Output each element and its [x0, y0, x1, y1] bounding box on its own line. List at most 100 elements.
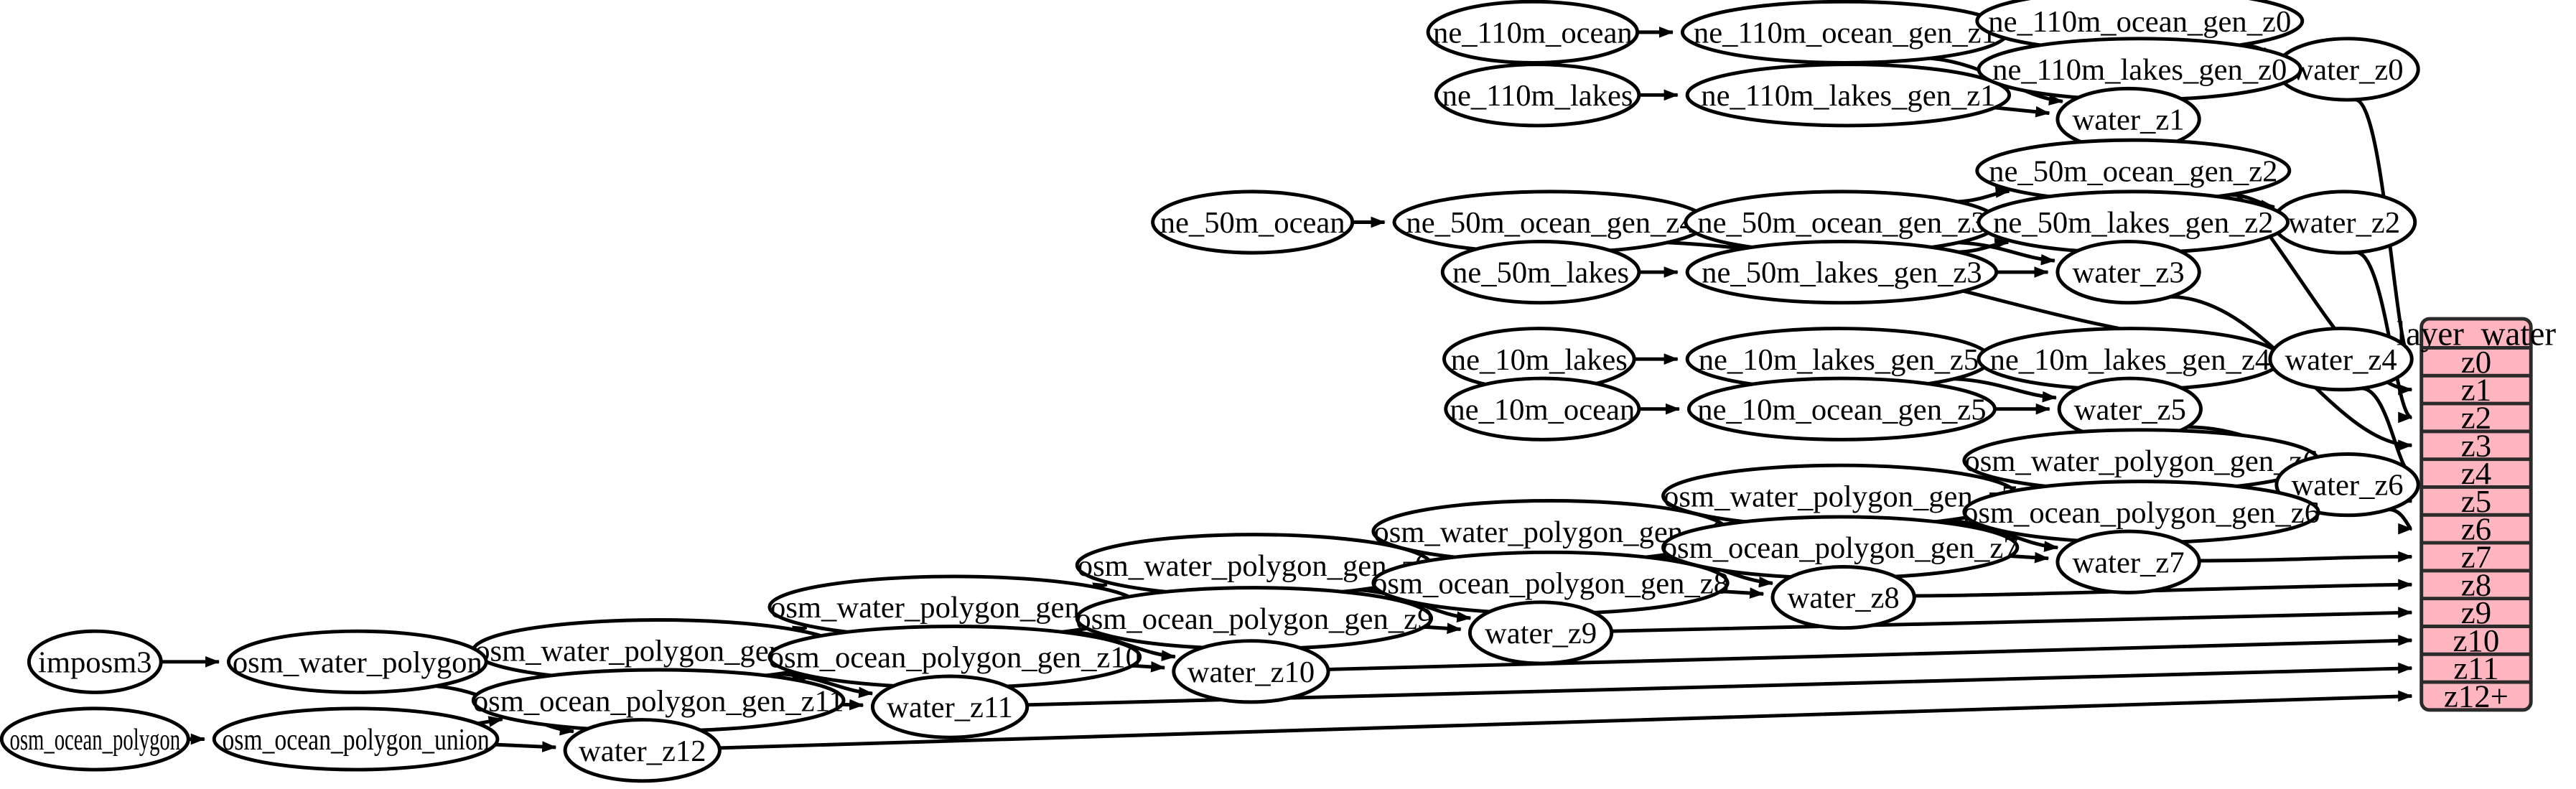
node-shape: [1172, 639, 1330, 704]
graph-node-osm_ocean_polygon_gen_z9[interactable]: osm_ocean_polygon_gen_z9: [1075, 586, 1434, 651]
node-label: osm_ocean_polygon_gen_z6: [1963, 496, 2320, 530]
graph-node-osm_water_polygon[interactable]: osm_water_polygon: [226, 629, 488, 694]
record-row-z7[interactable]: z7: [2461, 538, 2491, 574]
record-row-z4[interactable]: z4: [2461, 455, 2491, 491]
graph-node-ne_110m_lakes[interactable]: ne_110m_lakes: [1434, 62, 1641, 128]
graph-node-osm_water_polygon_gen_z9[interactable]: osm_water_polygon_gen_z9: [1075, 533, 1434, 598]
graph-node-osm_ocean_polygon_gen_z6[interactable]: osm_ocean_polygon_gen_z6: [1962, 480, 2320, 545]
record-row-z5[interactable]: z5: [2461, 483, 2491, 519]
node-label: osm_water_polygon_gen_z7: [1663, 480, 2017, 513]
graph-node-osm_ocean_polygon_union[interactable]: osm_ocean_polygon_union: [212, 706, 500, 772]
graph-node-water_z7[interactable]: water_z7: [2055, 529, 2201, 594]
edge-osm_ocean_polygon_union-to-water_z12: [495, 741, 557, 752]
graph-node-ne_110m_lakes_gen_z0[interactable]: ne_110m_lakes_gen_z0: [1977, 37, 2302, 102]
graph-node-osm_ocean_polygon_gen_z7[interactable]: osm_ocean_polygon_gen_z7: [1661, 515, 2020, 580]
node-shape: [2274, 452, 2420, 518]
node-shape: [0, 706, 190, 772]
graph-node-water_z5[interactable]: water_z5: [2057, 376, 2203, 442]
edge-osm_ocean_polygon_union-to-osm_ocean_polygon_gen_z11: [477, 716, 503, 727]
node-shape: [2055, 529, 2201, 594]
graph-node-ne_50m_lakes_gen_z2[interactable]: ne_50m_lakes_gen_z2: [1977, 190, 2290, 255]
graph-node-water_z10[interactable]: water_z10: [1172, 639, 1330, 704]
record-row-z6[interactable]: z6: [2461, 511, 2491, 547]
node-label: water_z7: [2073, 546, 2185, 579]
node-label: water_z0: [2291, 53, 2403, 87]
node-shape: [27, 629, 163, 694]
graph-node-ne_110m_ocean_gen_z0[interactable]: ne_110m_ocean_gen_z0: [1975, 0, 2305, 54]
graph-node-ne_110m_ocean_gen_z1[interactable]: ne_110m_ocean_gen_z1: [1681, 0, 2010, 65]
record-row-z2[interactable]: z2: [2461, 399, 2491, 435]
record-row-z1[interactable]: z1: [2461, 372, 2491, 408]
graph-node-ne_50m_ocean_gen_z2[interactable]: ne_50m_ocean_gen_z2: [1975, 138, 2292, 203]
node-label: ne_110m_ocean_gen_z1: [1694, 16, 1997, 50]
record-row-z9[interactable]: z9: [2461, 594, 2491, 630]
node-label: ne_50m_lakes: [1452, 256, 1629, 290]
node-label: water_z10: [1187, 655, 1315, 689]
graph-node-ne_50m_lakes[interactable]: ne_50m_lakes: [1440, 239, 1641, 305]
edge-ne_110m_lakes_gen_z1-to-water_z1: [1994, 106, 2050, 118]
node-label: ne_110m_ocean_gen_z0: [1988, 5, 2291, 39]
node-label: ne_50m_lakes_gen_z2: [1993, 206, 2273, 240]
node-label: osm_ocean_polygon: [9, 723, 180, 757]
node-shape: [1434, 62, 1641, 128]
node-shape: [1686, 376, 1997, 442]
graph-node-water_z9[interactable]: water_z9: [1467, 600, 1614, 666]
graph-node-water_z8[interactable]: water_z8: [1770, 565, 1916, 630]
node-shape: [212, 706, 500, 772]
graph-node-water_z0[interactable]: water_z0: [2274, 37, 2420, 102]
graph-node-water_z12[interactable]: water_z12: [563, 718, 722, 783]
node-label: water_z8: [1788, 582, 1900, 615]
node-shape: [563, 718, 722, 783]
graph-node-ne_10m_ocean[interactable]: ne_10m_ocean: [1444, 376, 1641, 442]
record-row-z8[interactable]: z8: [2461, 566, 2491, 602]
node-label: water_z1: [2073, 103, 2185, 137]
node-label: ne_110m_ocean: [1433, 16, 1633, 50]
record-node-layer-water[interactable]: layer_waterz0z1z2z3z4z5z6z7z8z9z10z11z12…: [2397, 315, 2556, 714]
graph-node-ne_50m_ocean_gen_z4[interactable]: ne_50m_ocean_gen_z4: [1392, 190, 1709, 255]
graph-node-osm_ocean_polygon_gen_z10[interactable]: osm_ocean_polygon_gen_z10: [767, 625, 1142, 690]
node-label: water_z2: [2288, 206, 2400, 240]
edge-water_z12-to-layer_water-z12+: [719, 690, 2413, 750]
edge-osm_ocean_polygon_gen_z11-to-water_z11: [841, 699, 864, 711]
graph-node-water_z6[interactable]: water_z6: [2274, 452, 2420, 518]
graph-node-water_z2[interactable]: water_z2: [2271, 190, 2417, 255]
node-label: ne_110m_lakes: [1442, 79, 1633, 113]
node-shape: [226, 629, 488, 694]
edge-ne_50m_lakes_gen_z3-to-ne_50m_lakes_gen_z2: [1959, 238, 2010, 254]
edge-water_z9-to-layer_water-z9: [1611, 607, 2413, 633]
graph-node-water_z11[interactable]: water_z11: [870, 674, 1030, 739]
graph-node-ne_50m_ocean[interactable]: ne_50m_ocean: [1151, 190, 1355, 255]
graph-node-osm_ocean_polygon_gen_z11[interactable]: osm_ocean_polygon_gen_z11: [471, 668, 846, 733]
node-label: osm_water_polygon_gen_z9: [1078, 549, 1431, 583]
graph-node-water_z1[interactable]: water_z1: [2055, 86, 2201, 152]
node-label: osm_ocean_polygon_gen_z11: [473, 684, 844, 718]
node-label: water_z3: [2073, 256, 2185, 290]
node-shape: [1685, 239, 1999, 305]
record-row-z10[interactable]: z10: [2453, 622, 2500, 658]
record-row-z11[interactable]: z11: [2453, 650, 2498, 686]
node-label: osm_ocean_polygon_gen_z9: [1075, 602, 1432, 636]
edge-water_z8-to-layer_water-z8: [1914, 579, 2413, 598]
graph-node-ne_110m_lakes_gen_z1[interactable]: ne_110m_lakes_gen_z1: [1685, 62, 2012, 128]
record-row-z12+[interactable]: z12+: [2444, 678, 2509, 714]
record-row-z0[interactable]: z0: [2461, 344, 2491, 380]
graph-node-water_z3[interactable]: water_z3: [2055, 239, 2201, 305]
edge-osm_water_polygon_gen_z11-to-water_z11: [778, 672, 874, 699]
edge-osm_ocean_polygon_gen_z10-to-water_z10: [1131, 661, 1166, 673]
graph-node-water_z4[interactable]: water_z4: [2268, 327, 2414, 392]
node-label: ne_10m_lakes: [1451, 343, 1628, 377]
graph-node-ne_10m_ocean_gen_z5[interactable]: ne_10m_ocean_gen_z5: [1686, 376, 1997, 442]
graph-node-osm_ocean_polygon[interactable]: osm_ocean_polygon: [0, 706, 190, 772]
node-label: ne_10m_lakes_gen_z5: [1699, 343, 1979, 377]
node-shape: [1151, 190, 1355, 255]
node-shape: [870, 674, 1030, 739]
graph-node-imposm3[interactable]: imposm3: [27, 629, 163, 694]
graph-node-ne_110m_ocean[interactable]: ne_110m_ocean: [1426, 0, 1640, 65]
edge-osm_ocean_polygon_gen_z8-to-water_z8: [1720, 587, 1765, 599]
edge-ne_10m_lakes_gen_z5-to-water_z5: [1954, 377, 2058, 403]
graph-node-ne_50m_lakes_gen_z3[interactable]: ne_50m_lakes_gen_z3: [1685, 239, 1999, 305]
record-row-z3[interactable]: z3: [2461, 427, 2491, 463]
node-shape: [1444, 376, 1641, 442]
